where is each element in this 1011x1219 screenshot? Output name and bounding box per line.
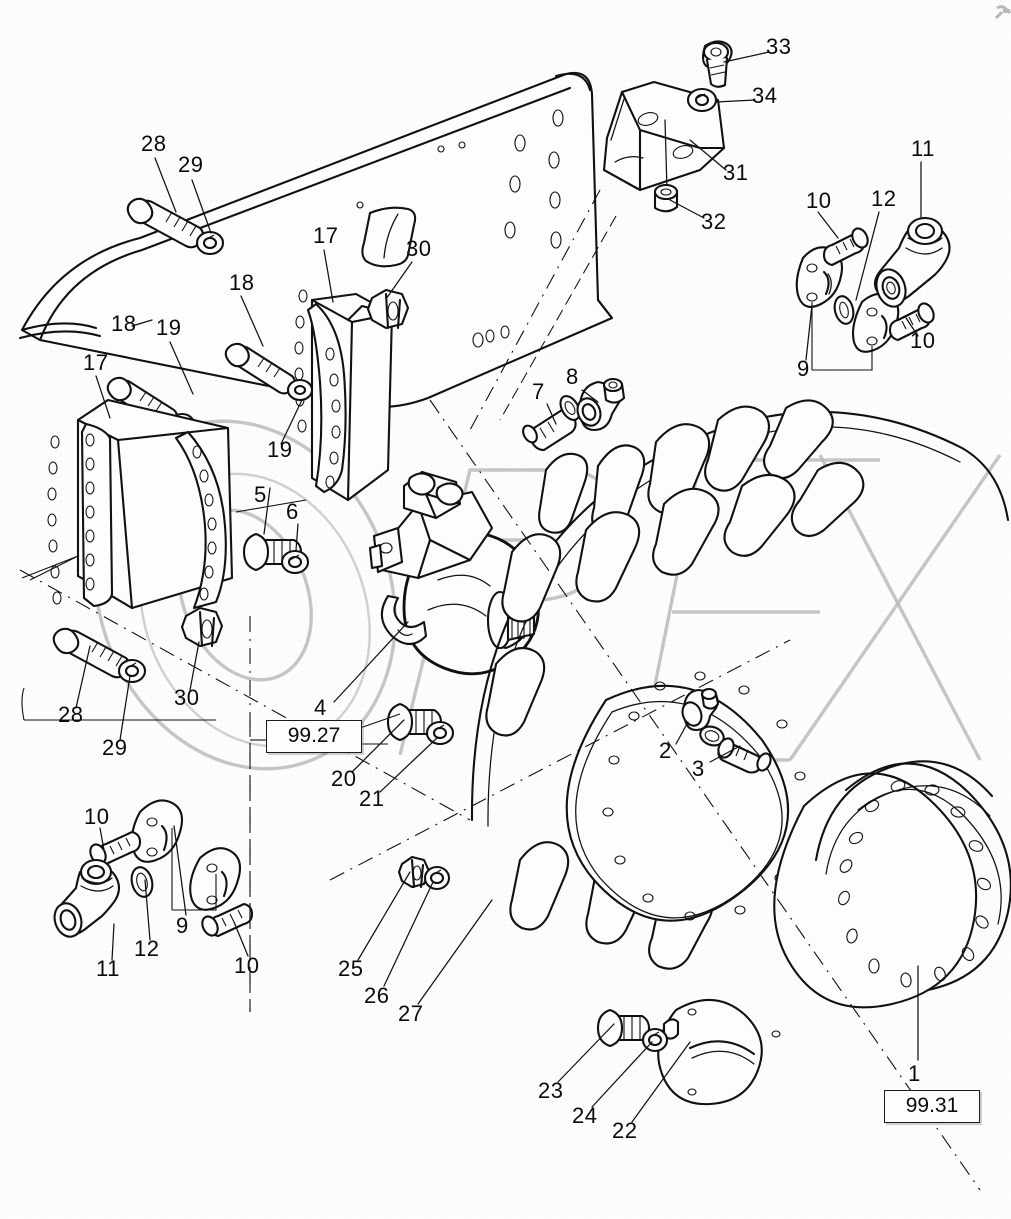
part-22-cover-cap — [657, 998, 781, 1106]
reference-box-99-27[interactable]: 99.27 — [266, 720, 362, 753]
part-17-bracket-lower — [47, 398, 234, 610]
callout-28-a: 28 — [141, 131, 167, 156]
callout-9: 9 — [797, 356, 810, 381]
part-26-washer — [423, 865, 451, 891]
callout-5: 5 — [254, 482, 267, 507]
callout-12-b: 12 — [134, 936, 160, 961]
callout-30-b: 30 — [174, 685, 200, 710]
part-29-washer-lower — [117, 658, 147, 684]
part-21-washer — [425, 720, 455, 746]
reference-box-99-31[interactable]: 99.31 — [884, 1090, 980, 1123]
part-28-bolt-lower — [52, 627, 131, 679]
part-1-drive-wheel-assembly — [470, 399, 1011, 1009]
part-33-screw — [701, 40, 733, 88]
part-17-bracket-upper — [294, 289, 394, 502]
part-29-washer-upper — [195, 230, 225, 256]
callout-10-b: 10 — [910, 328, 936, 353]
part-3-fitting-wheel — [717, 737, 772, 774]
callout-21: 21 — [359, 786, 385, 811]
callout-22: 22 — [612, 1118, 638, 1143]
part-30-nut-upper — [366, 288, 410, 330]
part-11-elbow-lower — [53, 858, 121, 938]
part-10-bolt-upper — [822, 227, 869, 267]
callout-10-a: 10 — [806, 188, 832, 213]
callout-4: 4 — [314, 695, 327, 720]
callout-12: 12 — [871, 186, 897, 211]
callout-18-a: 18 — [229, 270, 255, 295]
callout-19-a: 19 — [156, 315, 182, 340]
callout-26: 26 — [364, 983, 390, 1008]
callout-32: 32 — [701, 209, 727, 234]
part-25-nut — [397, 855, 431, 889]
callout-19-b: 19 — [267, 437, 293, 462]
callout-33: 33 — [766, 34, 792, 59]
callout-11-b: 11 — [96, 956, 120, 981]
part-11-elbow — [873, 216, 951, 308]
callout-28-b: 28 — [58, 702, 84, 727]
leader-lines — [75, 51, 922, 1123]
frame-panel — [18, 71, 614, 408]
callout-29-a: 29 — [178, 152, 204, 177]
fitting-group-upper-right — [795, 216, 951, 353]
callout-10-c: 10 — [84, 804, 110, 829]
part-8-elbow — [576, 377, 626, 432]
callout-31: 31 — [723, 160, 749, 185]
callout-3: 3 — [692, 756, 705, 781]
callout-11: 11 — [911, 136, 935, 161]
callout-6: 6 — [286, 499, 299, 524]
callout-9-b: 9 — [176, 913, 189, 938]
callout-17-b: 17 — [83, 350, 109, 375]
part-32-bushing — [653, 183, 679, 213]
callout-2: 2 — [659, 738, 672, 763]
callout-27: 27 — [398, 1001, 424, 1026]
part-19-washer-a — [286, 378, 314, 402]
callout-34: 34 — [752, 83, 778, 108]
callout-25: 25 — [338, 956, 364, 981]
callout-8: 8 — [566, 364, 579, 389]
part-7-fitting — [522, 395, 581, 452]
callout-18-b: 18 — [111, 311, 137, 336]
callout-7: 7 — [532, 379, 545, 404]
part-6-washer — [280, 549, 310, 575]
part-10-bolt-ll2 — [201, 902, 254, 938]
callout-20: 20 — [331, 766, 357, 791]
callout-1: 1 — [908, 1061, 921, 1086]
callout-10-d: 10 — [234, 953, 260, 978]
callout-23: 23 — [538, 1078, 564, 1103]
part-23-bolt-bottom — [596, 1008, 651, 1048]
callout-24: 24 — [572, 1103, 598, 1128]
callout-29-b: 29 — [102, 735, 128, 760]
fitting-group-lower-left — [53, 799, 254, 938]
part-30-nut-lower — [180, 606, 224, 648]
callout-30-a: 30 — [406, 236, 432, 261]
part-34-washer — [686, 87, 718, 113]
callout-17-a: 17 — [313, 223, 339, 248]
